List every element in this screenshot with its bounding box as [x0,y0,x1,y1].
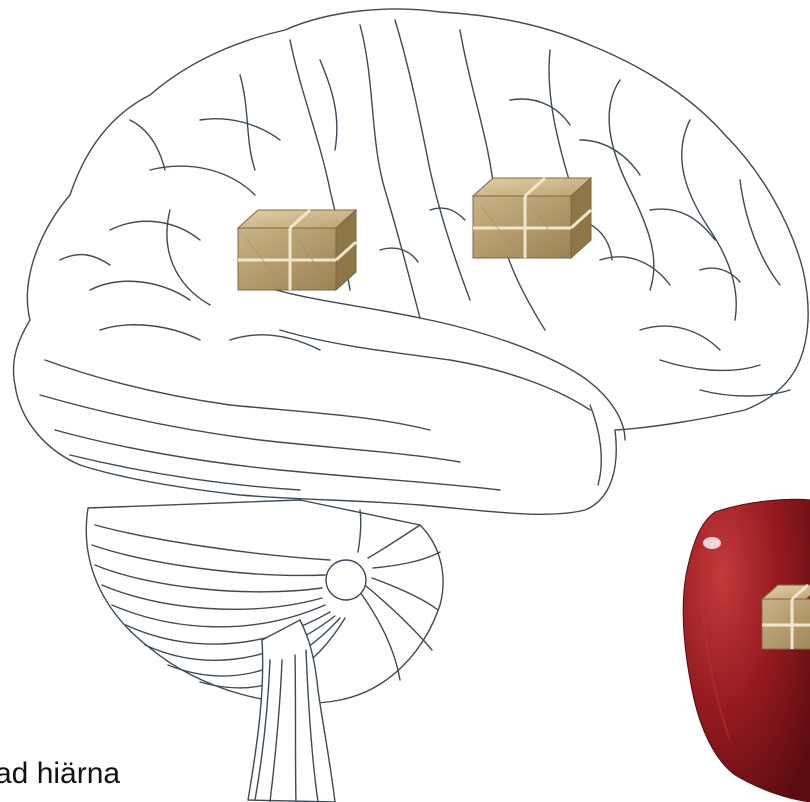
pons [326,560,366,600]
cerebrum-outline [13,9,808,514]
brain-illustration [13,9,808,802]
caption-text: ad hiärna [0,757,120,791]
package-icon [762,585,810,649]
package-icon [473,178,591,258]
package-icon [238,210,356,290]
liver-organ-icon [683,499,810,802]
